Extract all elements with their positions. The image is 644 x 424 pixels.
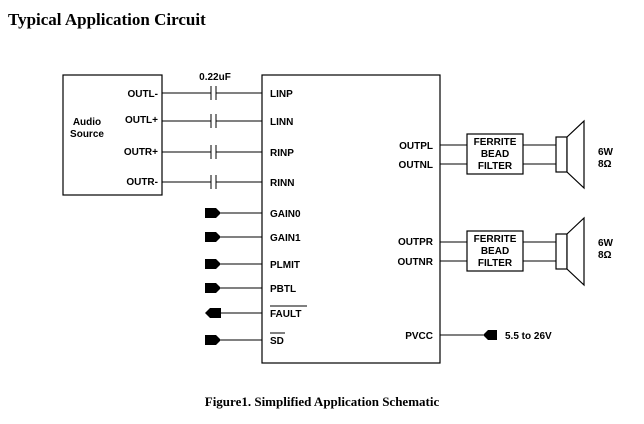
pvcc-connector xyxy=(440,330,497,340)
speaker-right-power: 6W xyxy=(598,238,614,249)
pin-pbtl: PBTL xyxy=(270,284,296,295)
pin-outnr: OUTNR xyxy=(397,257,433,268)
pin-outnl: OUTNL xyxy=(399,160,433,171)
input-wire-3 xyxy=(162,145,262,159)
speaker-right-impedance: 8Ω xyxy=(598,250,612,261)
pin-linn: LINN xyxy=(270,117,293,128)
pin-gain1: GAIN1 xyxy=(270,233,301,244)
speaker-right-icon xyxy=(555,216,585,287)
input-wire-4 xyxy=(162,175,262,189)
pin-gain0: GAIN0 xyxy=(270,209,301,220)
speaker-left-power: 6W xyxy=(598,147,614,158)
pbtl-connector xyxy=(205,283,262,293)
right-output-wires xyxy=(440,241,556,262)
gain1-connector xyxy=(205,232,262,242)
output-label-outr-plus: OUTR+ xyxy=(124,147,158,158)
ferrite-filter-left xyxy=(466,133,524,175)
filter-left-line2: BEAD xyxy=(481,149,509,160)
pin-pvcc: PVCC xyxy=(405,331,433,342)
speaker-left-impedance: 8Ω xyxy=(598,159,612,170)
audio-source-label-1: Audio xyxy=(73,117,101,128)
capacitor-value-label: 0.22uF xyxy=(199,72,231,83)
filter-right-line2: BEAD xyxy=(481,246,509,257)
amplifier-chip xyxy=(261,74,441,364)
filter-left-line3: FILTER xyxy=(478,161,513,172)
pin-plmit: PLMIT xyxy=(270,260,300,271)
pin-sd: SD xyxy=(270,336,284,347)
filter-right-line3: FILTER xyxy=(478,258,513,269)
speaker-left-icon xyxy=(555,119,585,190)
filter-right-line1: FERRITE xyxy=(474,234,517,245)
pin-outpl: OUTPL xyxy=(399,141,433,152)
input-wire-1 xyxy=(162,86,262,100)
gain0-connector xyxy=(205,208,262,218)
pin-outpr: OUTPR xyxy=(398,237,434,248)
supply-voltage-label: 5.5 to 26V xyxy=(505,331,552,342)
output-label-outl-minus: OUTL- xyxy=(127,89,158,100)
pin-rinp: RINP xyxy=(270,148,294,159)
pin-rinn: RINN xyxy=(270,178,294,189)
left-output-wires xyxy=(440,144,556,165)
fault-connector xyxy=(205,308,262,318)
input-wire-2 xyxy=(162,114,262,128)
sd-connector xyxy=(205,335,262,345)
audio-source-label-2: Source xyxy=(70,129,104,140)
ferrite-filter-right xyxy=(466,230,524,272)
filter-left-line1: FERRITE xyxy=(474,137,517,148)
pin-linp: LINP xyxy=(270,89,293,100)
output-label-outl-plus: OUTL+ xyxy=(125,115,158,126)
pin-fault: FAULT xyxy=(270,309,301,320)
audio-source-block xyxy=(62,74,163,196)
plmit-connector xyxy=(205,259,262,269)
page-title: Typical Application Circuit xyxy=(8,10,206,29)
output-label-outr-minus: OUTR- xyxy=(126,177,158,188)
figure-caption: Figure1. Simplified Application Schemati… xyxy=(204,394,440,409)
